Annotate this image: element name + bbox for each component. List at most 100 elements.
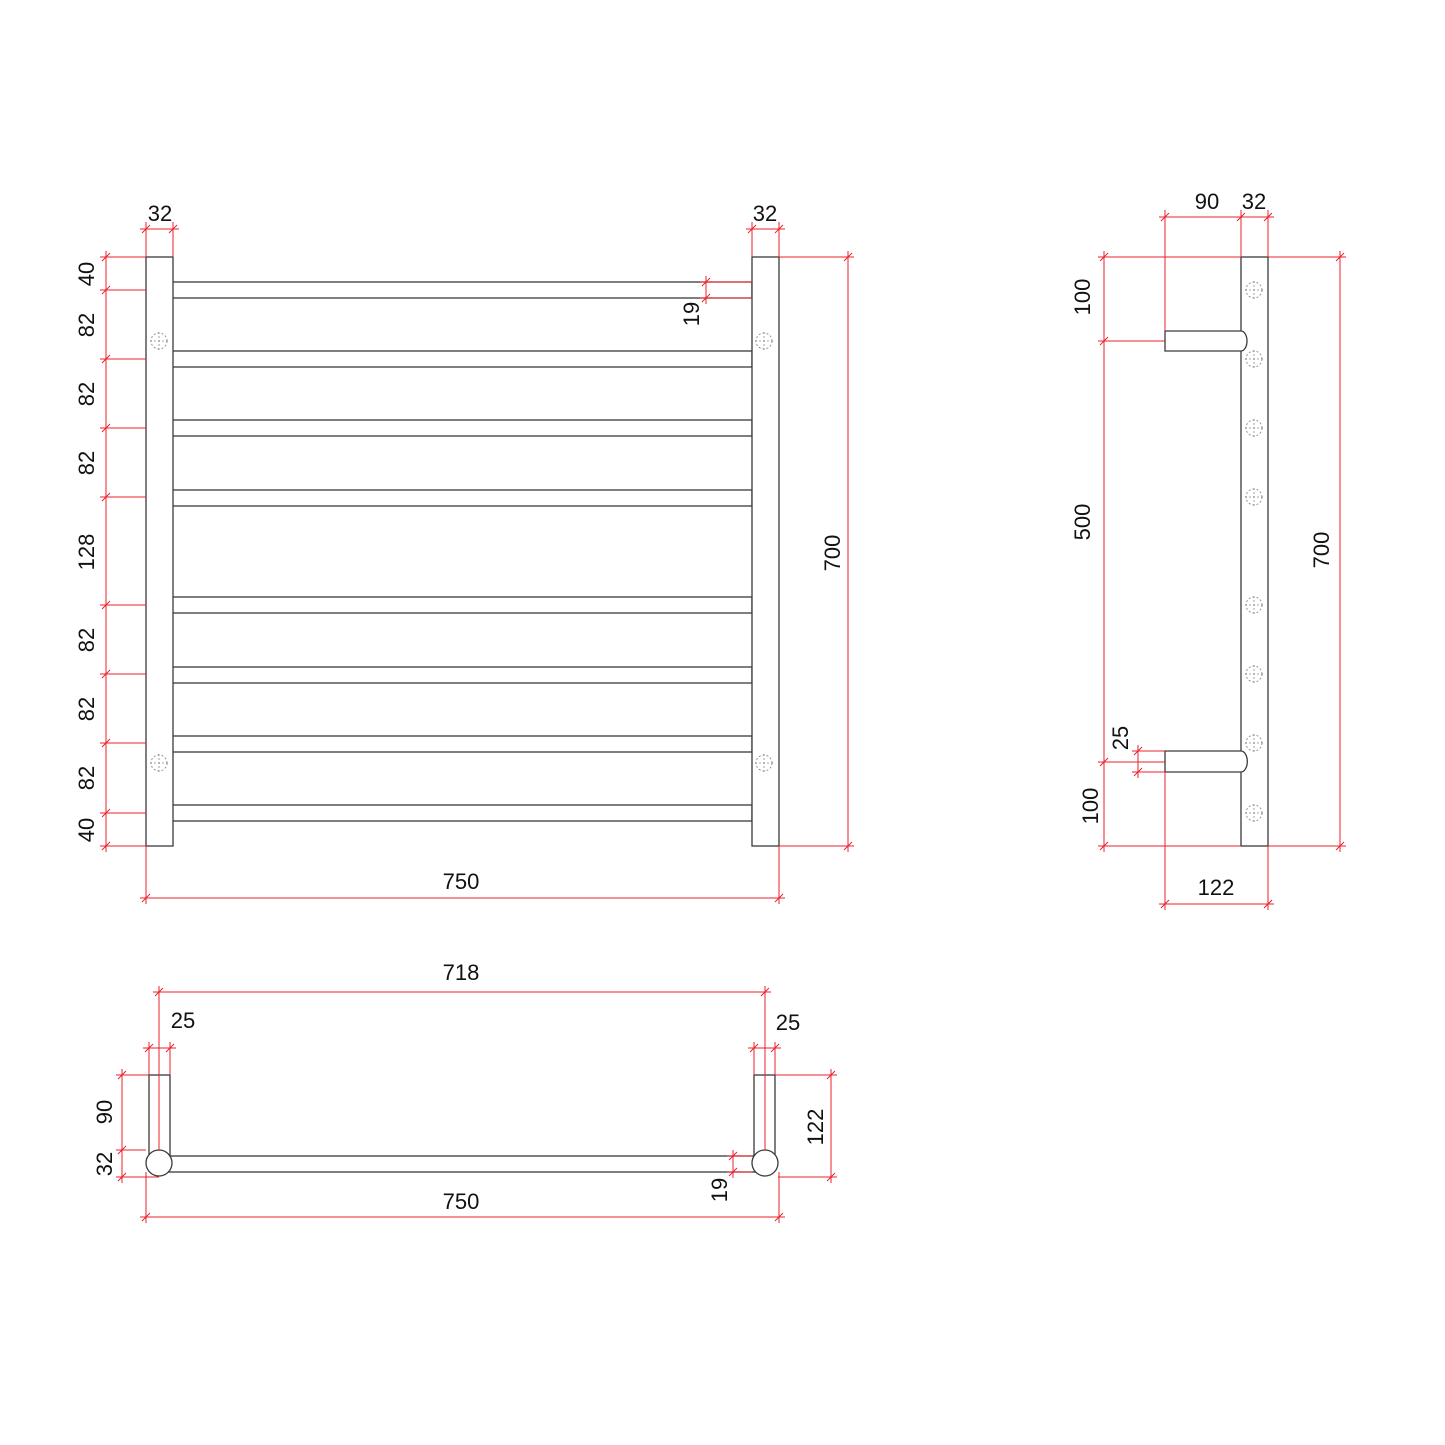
mount-hole	[1245, 596, 1263, 614]
dim-tick	[1133, 767, 1143, 777]
dim-label: 82	[74, 628, 99, 652]
dim-label: 90	[1195, 189, 1219, 214]
dim-label: 32	[148, 201, 172, 226]
dim-tick	[1263, 899, 1273, 909]
dim-label: 25	[1108, 726, 1133, 750]
dim-tick	[1335, 252, 1345, 262]
dim-plan-depth: 122	[775, 1069, 837, 1183]
dim-label: 122	[1198, 875, 1235, 900]
front-view: 32 32 40 82 82 82 128 82 82	[74, 201, 854, 904]
dim-plan-inner-width: 718	[153, 960, 771, 1150]
plan-rail	[158, 1155, 765, 1173]
plan-left-upright	[145, 1149, 173, 1177]
dim-label: 82	[74, 382, 99, 406]
dim-left-spacing-chain: 40 82 82 82 128 82 82 82 40	[74, 251, 146, 852]
dim-plan-width: 750	[140, 1172, 785, 1223]
dim-side-height: 700	[1268, 251, 1346, 852]
dim-tick	[141, 224, 151, 234]
dim-front-height: 700	[779, 251, 854, 852]
dim-tick	[117, 1070, 127, 1080]
dimension-ticks	[101, 212, 1345, 1222]
dim-tick	[101, 423, 111, 433]
dim-tick	[747, 224, 757, 234]
dim-tick	[701, 277, 711, 287]
side-upright	[1240, 256, 1269, 847]
rail	[171, 489, 753, 507]
side-view: 90 32 100 500 100 25 700	[1070, 189, 1346, 910]
front-mount-holes	[150, 332, 773, 772]
dim-label: 32	[753, 201, 777, 226]
dim-side-depth: 122	[1159, 772, 1274, 910]
dim-tick	[701, 293, 711, 303]
dim-label: 25	[776, 1010, 800, 1035]
mount-hole	[1245, 488, 1263, 506]
dim-plan-left-arm: 25	[143, 1008, 195, 1075]
mount-hole	[150, 754, 168, 772]
dim-label: 82	[74, 697, 99, 721]
front-rails	[171, 281, 753, 822]
dim-tick	[826, 1172, 836, 1182]
dim-front-width: 750	[140, 846, 785, 904]
dim-tick	[1099, 841, 1109, 851]
plan-right-upright	[751, 1149, 779, 1177]
dim-label: 90	[92, 1100, 117, 1124]
dim-tick	[728, 1151, 738, 1161]
dim-tick	[728, 1167, 738, 1177]
dim-tick	[774, 893, 784, 903]
dim-label: 19	[679, 302, 704, 326]
dim-tick	[1236, 212, 1246, 222]
mount-hole	[1245, 665, 1263, 683]
dim-label: 19	[707, 1178, 732, 1202]
dim-tick	[843, 252, 853, 262]
dim-tick	[101, 841, 111, 851]
dim-side-projection: 90 32	[1159, 189, 1274, 331]
rail	[171, 804, 753, 822]
dim-label: 25	[171, 1008, 195, 1033]
dim-plan-bar-thickness: 19	[707, 1150, 752, 1202]
dim-tick	[101, 354, 111, 364]
dim-tick	[1263, 212, 1273, 222]
dim-tick	[168, 224, 178, 234]
dim-tick	[101, 600, 111, 610]
dim-label: 100	[1078, 788, 1103, 825]
dim-tick	[843, 841, 853, 851]
dim-label: 700	[1309, 532, 1334, 569]
dim-label: 82	[74, 313, 99, 337]
rail	[171, 735, 753, 753]
dim-tick	[101, 285, 111, 295]
dim-tick	[144, 1043, 154, 1053]
dim-tick	[1160, 899, 1170, 909]
right-upright	[751, 256, 780, 847]
left-upright	[145, 256, 174, 847]
dim-tick	[165, 1043, 175, 1053]
dim-tick	[1160, 212, 1170, 222]
mount-hole	[1245, 281, 1263, 299]
dim-label: 500	[1070, 504, 1095, 541]
mount-hole	[755, 332, 773, 350]
dim-tick	[154, 987, 164, 997]
side-bottom-arm	[1164, 750, 1248, 773]
dim-bar-thickness: 19	[679, 276, 752, 326]
dim-tick	[1099, 336, 1109, 346]
dim-tick	[760, 987, 770, 997]
dim-tick	[141, 1212, 151, 1222]
mount-hole	[1245, 419, 1263, 437]
dim-tick	[749, 1043, 759, 1053]
dim-label: 82	[74, 766, 99, 790]
dim-tick	[1133, 746, 1143, 756]
dim-tick	[1099, 757, 1109, 767]
side-top-arm	[1164, 330, 1248, 352]
dim-side-arm-thickness: 25	[1108, 726, 1165, 778]
dim-side-left-chain: 100 500 100	[1070, 251, 1241, 852]
dim-label: 82	[74, 451, 99, 475]
dim-tick	[1099, 252, 1109, 262]
plan-view: 718 25 25 90 32	[92, 960, 837, 1223]
dim-label: 40	[74, 818, 99, 842]
dim-label: 718	[443, 960, 480, 985]
dim-label: 750	[443, 869, 480, 894]
dim-label: 750	[443, 1189, 480, 1214]
mount-hole	[1245, 804, 1263, 822]
mount-hole	[755, 754, 773, 772]
dim-tick	[141, 893, 151, 903]
